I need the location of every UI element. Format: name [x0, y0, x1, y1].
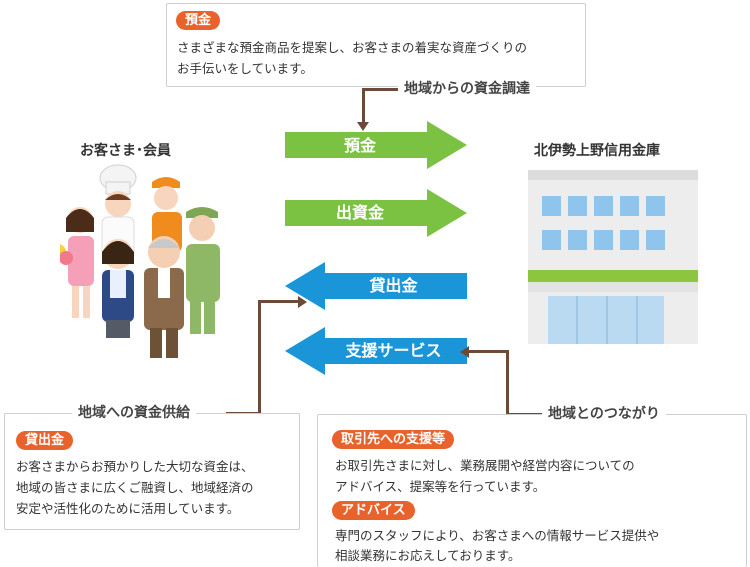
investment-arrow — [285, 189, 467, 237]
businessman-figure — [144, 236, 184, 358]
advice-tag: アドバイス — [332, 501, 415, 520]
funding-connector-v — [362, 88, 365, 124]
customers-illustration — [60, 160, 240, 360]
customers-label: お客さま･会員 — [80, 143, 171, 159]
advice-text-line1: 専門のスタッフにより、お客さまへの情報サービス提供や — [335, 528, 660, 543]
advice-text-line2: 相談業務にお応えしております。 — [335, 548, 521, 563]
loan-text-line2: 地域の皆さまに広くご融資し、地域経済の — [16, 480, 254, 495]
deposit-arrow — [285, 121, 467, 169]
funding-label: 地域からの資金調達 — [398, 79, 536, 99]
support-arrow — [285, 327, 467, 375]
support-text-line1: お取引先さまに対し、業務展開や経営内容についての — [335, 458, 635, 473]
connection-connector-v — [506, 350, 509, 416]
connection-label: 地域とのつながり — [542, 404, 666, 424]
worker-green-figure — [186, 207, 220, 334]
support-tag: 取引先への支援等 — [332, 430, 455, 449]
funding-connector-h — [362, 88, 402, 91]
bank-building-illustration — [528, 170, 698, 344]
loan-tag: 貸出金 — [16, 431, 74, 450]
supply-label: 地域への資金供給 — [72, 403, 196, 423]
supply-connector-h-top — [258, 300, 298, 303]
supply-connector-v — [258, 300, 261, 414]
deposit-text-line1: さまざまな預金商品を提案し、お客さまの着実な資産づくりの — [177, 40, 528, 55]
supply-connector-arrowhead — [298, 295, 307, 308]
loan-arrow-label: 貸出金 — [369, 276, 418, 295]
girl-figure — [60, 207, 94, 318]
investment-arrow-label: 出資金 — [335, 203, 384, 222]
deposit-arrow-label: 預金 — [343, 136, 376, 155]
support-text-line2: アドバイス、提案等を行っています。 — [335, 479, 546, 494]
loan-arrow — [285, 262, 467, 310]
deposit-info-box: 預金 さまざまな預金商品を提案し、お客さまの着実な資産づくりの お手伝いをしてい… — [166, 3, 586, 87]
support-arrow-label: 支援サービス — [345, 341, 442, 360]
funding-connector-arrowhead — [357, 122, 369, 131]
bank-name-label: 北伊勢上野信用金庫 — [534, 143, 660, 159]
connection-connector-h-top — [468, 350, 509, 353]
connection-connector-arrowhead — [460, 345, 469, 358]
deposit-tag: 預金 — [176, 11, 221, 30]
loan-text-line3: 安定や活性化のために活用しています。 — [16, 501, 240, 516]
loan-text-line1: お客さまからお預かりした大切な資金は、 — [16, 459, 254, 474]
deposit-text-line2: お手伝いをしています。 — [177, 61, 313, 76]
businesswoman-figure — [102, 239, 134, 338]
